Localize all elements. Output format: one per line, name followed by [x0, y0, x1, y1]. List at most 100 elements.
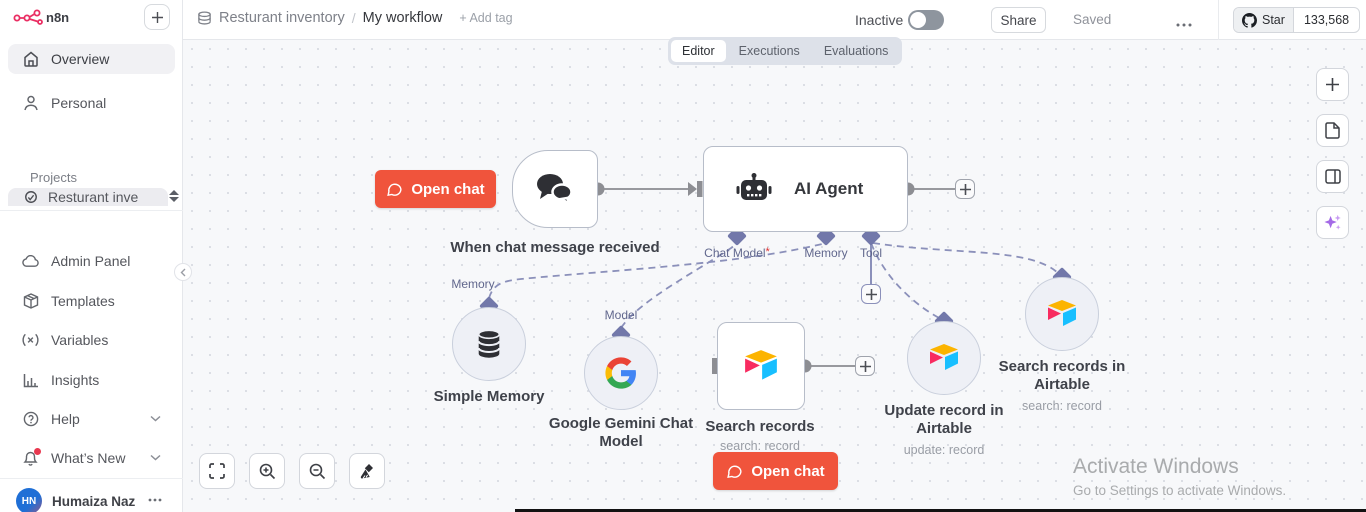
- search-records-label: Search records: [705, 418, 815, 435]
- dashed-connections: [488, 242, 1060, 329]
- sidebar-item-label: Templates: [51, 293, 115, 309]
- github-star-widget[interactable]: Star 133,568: [1233, 7, 1361, 33]
- create-workflow-button[interactable]: [144, 4, 170, 30]
- airtable-icon: [745, 350, 777, 380]
- chat-trigger-icon: [537, 174, 573, 207]
- activate-windows-subtext: Go to Settings to activate Windows.: [1073, 483, 1287, 498]
- ai-agent-node[interactable]: AI Agent: [703, 146, 908, 232]
- user-menu[interactable]: HN Humaiza Naz: [0, 486, 183, 512]
- star-label: Star: [1262, 13, 1285, 27]
- more-options-button[interactable]: [1176, 14, 1192, 32]
- required-asterisk: *: [765, 246, 770, 258]
- bell-icon: [22, 447, 41, 467]
- sidebar-item-overview[interactable]: Overview: [8, 44, 175, 74]
- add-node-button[interactable]: [1316, 68, 1349, 101]
- search-airtable-sub: search: record: [1022, 399, 1102, 413]
- input-ports: [688, 181, 718, 374]
- view-tabs: Editor Executions Evaluations: [668, 37, 903, 65]
- search-airtable-node[interactable]: [1025, 277, 1099, 351]
- saved-status: Saved: [1073, 12, 1112, 27]
- note-icon: [1325, 122, 1340, 139]
- sidebar-item-whats-new[interactable]: What’s New: [8, 443, 175, 473]
- fit-view-icon: [209, 463, 225, 479]
- sidebar-divider: [0, 210, 183, 211]
- sidebar-item-insights[interactable]: Insights: [8, 365, 175, 395]
- breadcrumb-project[interactable]: Resturant inventory: [219, 10, 345, 26]
- sidebar-item-variables[interactable]: Variables: [8, 325, 175, 355]
- sidebar-item-help[interactable]: Help: [8, 404, 175, 434]
- plus-icon: [859, 360, 871, 372]
- github-star-button[interactable]: Star: [1234, 8, 1294, 32]
- sparkles-icon: [1324, 214, 1341, 230]
- tab-editor[interactable]: Editor: [671, 40, 726, 62]
- ai-assistant-button[interactable]: [1316, 206, 1349, 239]
- model-connection: [620, 243, 738, 329]
- add-next-node-button[interactable]: [955, 179, 975, 199]
- project-stack-icon: [198, 10, 211, 25]
- add-tool-button[interactable]: [861, 284, 881, 304]
- add-sticky-note-button[interactable]: [1316, 114, 1349, 147]
- open-chat-button-bottom[interactable]: Open chat: [713, 452, 838, 490]
- sidebar-item-label: What’s New: [51, 450, 126, 466]
- active-toggle[interactable]: [908, 10, 944, 30]
- workflow-canvas[interactable]: Open chat When chat message received: [183, 40, 1366, 512]
- open-chat-button-top[interactable]: Open chat: [375, 170, 496, 208]
- bar-chart-icon: [22, 372, 39, 389]
- zoom-out-button[interactable]: [299, 453, 335, 489]
- zoom-in-button[interactable]: [249, 453, 285, 489]
- toggle-panel-button[interactable]: [1316, 160, 1349, 193]
- avatar: HN: [16, 488, 42, 512]
- sidebar-project-item[interactable]: Resturant inve: [8, 188, 168, 206]
- n8n-logo-icon: [13, 9, 43, 25]
- project-name: Resturant inve: [48, 189, 139, 205]
- sidebar-item-personal[interactable]: Personal: [8, 88, 175, 118]
- share-button[interactable]: Share: [991, 7, 1046, 33]
- gemini-node-label: Google Gemini Chat Model: [548, 415, 694, 450]
- airtable-icon: [930, 344, 958, 370]
- add-after-search-button[interactable]: [855, 356, 875, 376]
- activate-windows-watermark: Activate Windows: [1073, 455, 1239, 478]
- plus-icon: [959, 183, 971, 195]
- project-switcher-icon[interactable]: [169, 190, 181, 205]
- agent-input-arrow: [688, 182, 697, 196]
- sidebar-item-admin-panel[interactable]: Admin Panel: [8, 246, 175, 276]
- variables-icon: [22, 332, 39, 349]
- star-count[interactable]: 133,568: [1303, 13, 1350, 27]
- logo-row: n8n: [0, 0, 183, 36]
- breadcrumb-workflow-name[interactable]: My workflow: [362, 10, 443, 26]
- sidebar-item-label: Overview: [51, 51, 110, 67]
- tidy-up-button[interactable]: [349, 453, 385, 489]
- user-more-options-icon[interactable]: [148, 498, 162, 502]
- trigger-node[interactable]: [512, 150, 598, 228]
- sidebar-item-templates[interactable]: Templates: [8, 286, 175, 316]
- layout-panel-icon: [1324, 169, 1341, 184]
- user-name: Humaiza Naz: [52, 494, 136, 509]
- sidebar-collapse-button[interactable]: [174, 263, 192, 281]
- bottom-edge-bar: [515, 509, 1366, 512]
- notification-dot: [34, 447, 41, 455]
- agent-input-port: [697, 181, 703, 197]
- zoom-out-icon: [309, 463, 325, 479]
- project-icon: [25, 191, 37, 203]
- simple-memory-node[interactable]: [452, 307, 526, 381]
- search-records-sub: search: record: [720, 439, 800, 453]
- tab-executions[interactable]: Executions: [738, 44, 800, 58]
- update-record-sub: update: record: [903, 443, 985, 457]
- add-tag-button[interactable]: + Add tag: [459, 11, 513, 25]
- gemini-model-port-label: Model: [604, 308, 638, 322]
- memory-port-label: Memory: [804, 246, 848, 260]
- broom-icon: [360, 463, 373, 479]
- cloud-icon: [22, 253, 39, 270]
- tab-evaluations[interactable]: Evaluations: [823, 44, 889, 58]
- solid-connections: [598, 188, 955, 367]
- update-record-node[interactable]: [907, 321, 981, 395]
- search-records-node[interactable]: [717, 322, 805, 410]
- gemini-node[interactable]: [584, 336, 658, 410]
- tool-update-connection: [870, 242, 942, 320]
- home-icon: [22, 51, 39, 68]
- sidebar-item-label: Admin Panel: [51, 253, 131, 269]
- ai-agent-title: AI Agent: [794, 179, 864, 198]
- plus-icon: [1326, 78, 1339, 91]
- sidebar-item-label: Variables: [51, 332, 109, 348]
- zoom-to-fit-button[interactable]: [199, 453, 235, 489]
